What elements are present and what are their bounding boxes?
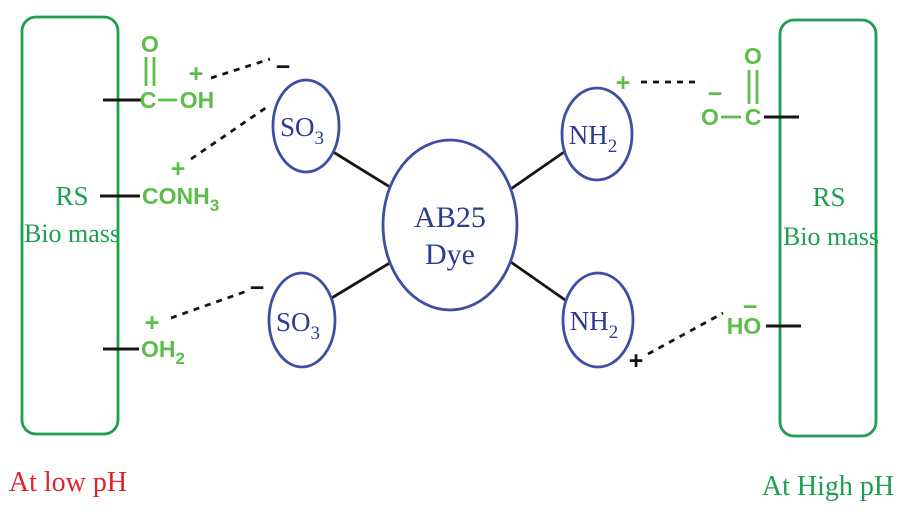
right-ph-caption: At High pH — [762, 471, 894, 502]
left-amide-formula: CONH3 — [142, 183, 219, 215]
dye-name-label: AB25 — [414, 201, 486, 234]
attraction-carboxyl-so3top — [210, 57, 271, 80]
so3-top-minus-sign: − — [276, 53, 291, 81]
nh2-top-label: NH2 — [569, 120, 618, 157]
ab25-dye-ellipse — [381, 138, 519, 312]
right-biomass-label: Bio mass — [783, 222, 879, 251]
left-water-plus-sign: + — [145, 309, 160, 337]
left-water-formula: OH2 — [141, 336, 185, 368]
so3-top-ellipse — [271, 78, 341, 174]
so3-top-label: SO3 — [280, 112, 324, 149]
left-carboxyl-c: C — [140, 87, 157, 113]
right-carboxylate-minus-sign: − — [708, 80, 723, 108]
attraction-nh2bottom-hydroxide — [647, 311, 724, 356]
nh2-top-plus-sign: + — [616, 69, 631, 97]
left-carboxyl-oh: OH — [180, 87, 215, 113]
so3-bottom-label: SO3 — [276, 307, 320, 344]
bond-so3bottom-dye — [329, 256, 399, 301]
right-carboxylate-c: C — [745, 104, 762, 130]
so3-bottom-minus-sign: − — [250, 274, 265, 302]
dye-word-label: Dye — [425, 238, 475, 271]
bond-so3top-dye — [329, 148, 399, 194]
left-carboxyl-plus-sign: + — [189, 60, 204, 88]
right-carboxylate-o-left: O — [701, 104, 719, 130]
left-amide-plus-sign: + — [171, 155, 186, 183]
left-biomass-label: Bio mass — [24, 219, 120, 248]
attraction-water-so3bottom — [170, 289, 248, 320]
so3-bottom-ellipse — [267, 271, 337, 369]
bond-nh2bottom-dye — [504, 256, 569, 304]
right-carboxylate-o-top: O — [744, 43, 762, 69]
left-carboxyl-o: O — [141, 31, 159, 57]
attraction-amide-so3top — [190, 105, 268, 161]
left-rs-label: RS — [55, 181, 88, 211]
nh2-bottom-plus-sign: + — [629, 347, 644, 375]
right-biomass-box — [778, 18, 878, 438]
bond-nh2top-dye — [504, 148, 568, 195]
nh2-top-ellipse — [560, 86, 634, 182]
right-hydroxide-formula: HO — [727, 313, 762, 339]
left-ph-caption: At low pH — [9, 467, 127, 498]
nh2-bottom-ellipse — [561, 271, 635, 369]
nh2-bottom-label: NH2 — [570, 306, 619, 343]
right-hydroxide-minus-sign: − — [743, 293, 758, 321]
left-biomass-box — [20, 15, 120, 436]
right-rs-label: RS — [812, 182, 845, 212]
